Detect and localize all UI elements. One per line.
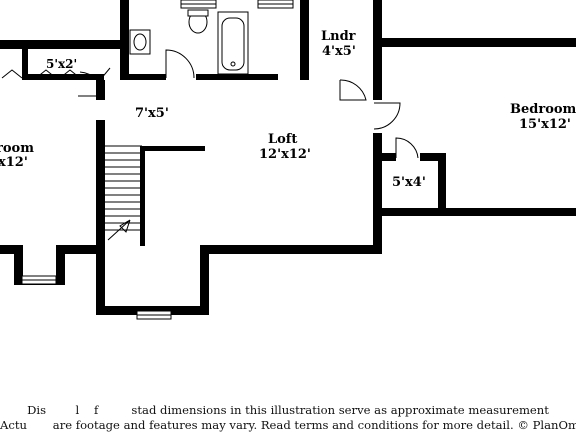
sink-icon — [129, 29, 151, 55]
door-icon — [339, 79, 367, 101]
room-labels: room x12' 5'x2' 7'x5' Lndr 4'x5' Loft 12… — [0, 29, 576, 190]
door-icon — [35, 69, 57, 79]
windows — [21, 0, 294, 320]
laundry-dims: 4'x5' — [322, 44, 356, 59]
bedroom-left-name: room — [0, 141, 34, 156]
hall-dims: 7'x5' — [135, 106, 169, 121]
bedroom-right-dims: 15'x12' — [519, 117, 571, 132]
door-icon — [165, 49, 195, 79]
closet-right-dims: 5'x4' — [392, 175, 426, 190]
laundry-name: Lndr — [321, 29, 356, 44]
disclaimer-line-2: Actu are footage and features may vary. … — [0, 418, 576, 432]
door-icon — [99, 67, 111, 81]
loft-name: Loft — [268, 132, 297, 147]
door-icon — [395, 137, 419, 159]
door-icon — [78, 71, 105, 97]
stair-arrow-icon — [107, 219, 131, 241]
door-icon — [59, 69, 81, 79]
doors — [1, 49, 419, 159]
loft-dims: 12'x12' — [259, 147, 311, 162]
closet-top-dims: 5'x2' — [46, 57, 77, 71]
door-icon — [1, 69, 23, 79]
bedroom-right-name: Bedroom — [510, 102, 576, 117]
disclaimer-line-1: Dis l f stad dimensions in this illustra… — [27, 403, 549, 417]
door-icon — [373, 102, 401, 130]
bathroom-fixtures — [129, 9, 249, 75]
bedroom-left-dims: x12' — [0, 155, 28, 170]
stairs — [105, 145, 142, 241]
